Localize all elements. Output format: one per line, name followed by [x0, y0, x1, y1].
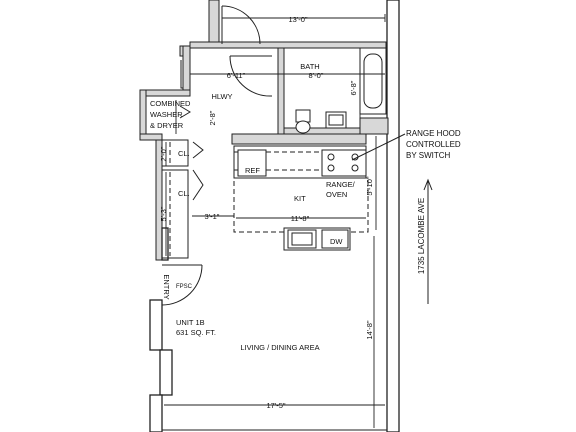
label-bath-depth: 6'-8" [349, 80, 358, 95]
closet-upper [161, 139, 189, 167]
bathtub [359, 47, 387, 115]
bath-sink [325, 111, 347, 129]
label-kitchen-depth: 5'-10" [365, 176, 374, 195]
label-refrigerator: REF [245, 166, 260, 175]
label-hallway-width: 6'-11" [227, 71, 246, 80]
label-bottom-width: 17'-5" [266, 401, 285, 410]
label-closet-upper-dim: 2'-0" [159, 146, 168, 161]
label-washer-depth: 2'-8" [208, 110, 217, 125]
label-washer-2: WASHER [150, 110, 183, 119]
bath-wall [189, 41, 389, 135]
range-hood-leader [351, 133, 406, 161]
hallway-door [229, 55, 273, 97]
label-top-width: 13'-0" [288, 15, 307, 24]
toilet [295, 109, 311, 134]
dim-top-width [221, 14, 386, 22]
label-living-depth: 14'-8" [365, 320, 374, 339]
note-range-hood-1: RANGE HOOD [406, 129, 461, 138]
label-range-1: RANGE/ [326, 180, 356, 189]
kitchen-wall [231, 133, 367, 145]
right-exterior-wall [386, 0, 400, 432]
label-closet-upper: CL. [178, 149, 190, 158]
label-unit-area: 631 SQ. FT. [176, 328, 216, 337]
label-bath: BATH [300, 62, 319, 71]
label-closet-lower-dim: 5'-3" [159, 206, 168, 221]
range-oven [321, 149, 367, 177]
note-range-hood-2: CONTROLLED [406, 140, 461, 149]
label-entry: ENTRY [162, 274, 171, 299]
dishwasher [321, 229, 349, 249]
label-bath-width: 8'-0" [309, 71, 324, 80]
note-range-hood-3: BY SWITCH [406, 151, 451, 160]
bath-door [221, 5, 261, 45]
label-range-2: OVEN [326, 190, 347, 199]
label-washer-3: & DRYER [150, 121, 184, 130]
label-kitchen: KIT [294, 194, 306, 203]
refrigerator [237, 149, 267, 177]
label-fpsc: FPSC [176, 284, 193, 290]
label-hallway: HLWY [211, 92, 232, 101]
closet-doors [179, 105, 204, 201]
street-arrow [423, 178, 433, 304]
entry-door [161, 264, 203, 306]
label-washer-1: COMBINED [150, 99, 191, 108]
washer-niche-walls [139, 89, 191, 141]
dim-hallway-bath [190, 70, 385, 78]
label-closet-lower: CL. [178, 189, 190, 198]
label-left-offset: 3'-1" [205, 212, 220, 221]
label-dishwasher: DW [330, 237, 343, 246]
kitchen-area [233, 177, 369, 233]
note-street: 1735 LACOMBE AVE [417, 198, 426, 274]
dim-closets [165, 100, 177, 256]
label-unit-name: UNIT 1B [176, 318, 205, 327]
closet-lower [161, 169, 189, 259]
label-living-dining: LIVING / DINING AREA [240, 343, 319, 352]
label-kitchen-width: 11'-8" [291, 214, 310, 223]
